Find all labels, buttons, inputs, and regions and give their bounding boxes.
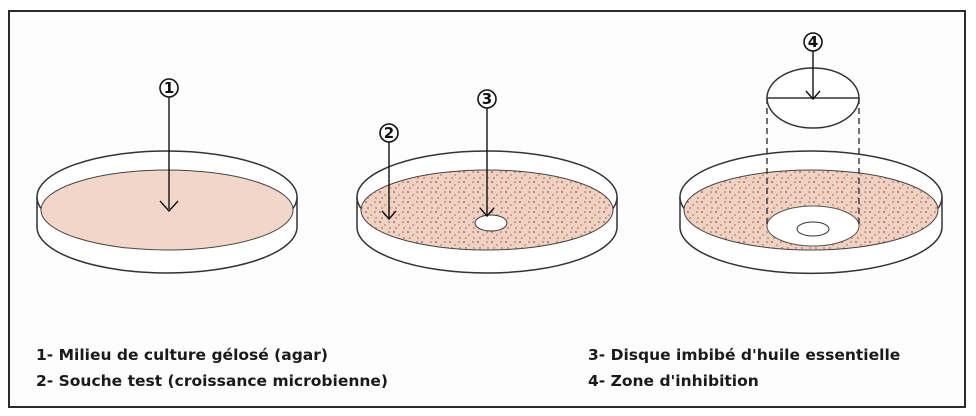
legend-item-2: 2- Souche test (croissance microbienne) [36,368,388,394]
agar-medium [41,170,293,250]
petri-dish-agar [37,151,297,273]
marker-4-label: 4 [808,33,818,51]
legend-right: 3- Disque imbibé d'huile essentielle 4- … [588,342,900,394]
legend-item-4: 4- Zone d'inhibition [588,368,900,394]
essential-oil-disc [475,215,507,231]
marker-3-label: 3 [482,90,492,108]
legend-item-3: 3- Disque imbibé d'huile essentielle [588,342,900,368]
disc-center [797,222,829,236]
marker-1-label: 1 [164,79,174,97]
legend-item-1: 1- Milieu de culture gélosé (agar) [36,342,388,368]
marker-2-label: 2 [384,124,394,142]
petri-dish-inhibition [680,68,942,273]
legend-left: 1- Milieu de culture gélosé (agar) 2- So… [36,342,388,394]
